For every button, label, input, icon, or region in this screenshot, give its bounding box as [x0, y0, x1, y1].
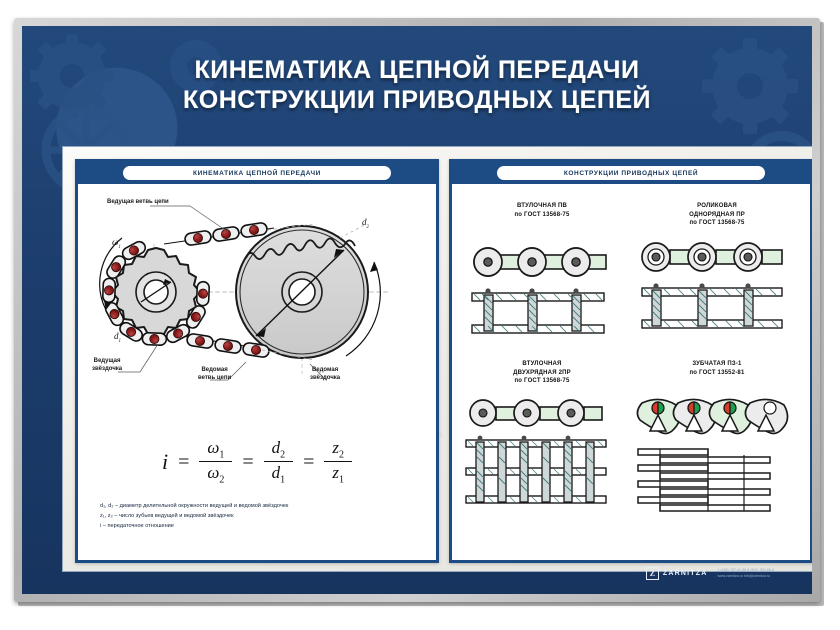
panel-constructions-body: ВТУЛОЧНАЯ ПВ по ГОСТ 13568-75 [452, 184, 810, 557]
chain-bushing-pv-drawing [471, 247, 607, 335]
driving-sprocket-drawing [99, 222, 270, 358]
logo-name: ZARNITZA [662, 570, 708, 577]
formula-eq-1: = [178, 450, 190, 473]
formula-f3-bot: z1 [332, 463, 345, 486]
label-driven-sprocket: Ведомая звёздочка [310, 367, 341, 382]
panel-kinematics-header-text: КИНЕМАТИКА ЦЕПНОЙ ПЕРЕДАЧИ [193, 169, 321, 177]
label-driving-branch: Ведущая ветвь цепи [107, 199, 169, 205]
formula-f1-bot: ω2 [207, 463, 225, 486]
chain-type-tooth-pz1: ЗУБЧАТАЯ ПЗ-1 по ГОСТ 13552-81 [634, 360, 800, 518]
panel-kinematics-header: КИНЕМАТИКА ЦЕПНОЙ ПЕРЕДАЧИ [78, 162, 436, 184]
chain-bushing-2pr-title: ВТУЛОЧНАЯ ДВУХРЯДНАЯ 2ПР по ГОСТ 13568-7… [513, 361, 571, 385]
formula-eq-2: = [242, 450, 254, 473]
label-omega1: ω1 [112, 237, 121, 250]
title-line-1: КИНЕМАТИКА ЦЕПНОЙ ПЕРЕДАЧИ [194, 56, 640, 84]
chain-type-roller-pr: РОЛИКОВАЯ ОДНОРЯДНАЯ ПР по ГОСТ 13568-75 [634, 202, 800, 339]
formula-fraction-diameter: d2 d1 [263, 438, 294, 486]
formula-lhs: i [161, 449, 169, 475]
chain-tooth-pz1-title: ЗУБЧАТАЯ ПЗ-1 по ГОСТ 13552-81 [689, 361, 745, 376]
logo-contact: 1 (495) 787-41-56 8 (800) 350-66-6 www.z… [717, 568, 774, 579]
legend-line-2: z₁, z₂ – число зубьев ведущей и ведомой … [100, 512, 234, 519]
chain-roller-pr-drawing [641, 242, 783, 329]
brand-logo: Z ZARNITZA 1 (495) 787-41-56 8 (800) 350… [645, 567, 774, 580]
label-d2: d2 [362, 217, 369, 230]
label-driven-branch: Ведомая ветвь цепи [198, 367, 232, 382]
board: КИНЕМАТИКА ЦЕПНОЙ ПЕРЕДАЧИ КОНСТРУКЦИИ П… [22, 26, 812, 594]
panel-kinematics-body: Ведущая ветвь цепи Ведущая звёздочка Вед… [78, 184, 436, 557]
formula-eq-3: = [303, 450, 315, 473]
formula-fraction-omega: ω1 ω2 [199, 438, 233, 486]
chain-links [102, 222, 270, 358]
chain-bushing-pv-title: ВТУЛОЧНАЯ ПВ по ГОСТ 13568-75 [514, 203, 570, 218]
logo-contact-line-2: www.zarnitza.ru info@zarnitza.ru [717, 573, 771, 578]
label-d1: d1 [114, 331, 121, 344]
formula-f2-bot: d1 [271, 463, 286, 486]
legend-line-3: i – передаточное отношение [100, 522, 174, 529]
logo-contact-line-1: 1 (495) 787-41-56 8 (800) 350-66-6 [717, 568, 774, 573]
panel-kinematics: КИНЕМАТИКА ЦЕПНОЙ ПЕРЕДАЧИ [75, 159, 439, 563]
transmission-ratio-formula: i = ω1 ω2 = d2 d1 = z2 [78, 438, 436, 486]
page-title: КИНЕМАТИКА ЦЕПНОЙ ПЕРЕДАЧИ КОНСТРУКЦИИ П… [22, 56, 812, 115]
content-area: КИНЕМАТИКА ЦЕПНОЙ ПЕРЕДАЧИ [62, 146, 812, 572]
panel-constructions-header: КОНСТРУКЦИИ ПРИВОДНЫХ ЦЕПЕЙ [452, 162, 810, 184]
chain-type-bushing-2pr: ВТУЛОЧНАЯ ДВУХРЯДНАЯ 2ПР по ГОСТ 13568-7… [462, 360, 622, 523]
panel-chain-constructions: КОНСТРУКЦИИ ПРИВОДНЫХ ЦЕПЕЙ ВТУЛОЧНАЯ ПВ… [449, 159, 812, 563]
chain-drive-diagram [99, 205, 388, 381]
formula-fraction-teeth: z2 z1 [324, 438, 353, 486]
chain-type-bushing-pv: ВТУЛОЧНАЯ ПВ по ГОСТ 13568-75 [462, 202, 622, 346]
formula-f1-top: ω1 [199, 438, 233, 463]
chain-roller-pr-title: РОЛИКОВАЯ ОДНОРЯДНАЯ ПР по ГОСТ 13568-75 [689, 203, 745, 227]
chain-tooth-pz1-drawing [636, 399, 789, 513]
legend-line-1: d₁, d₂ – диаметр делительной окружности … [100, 503, 289, 509]
panel-constructions-header-pill: КОНСТРУКЦИИ ПРИВОДНЫХ ЦЕПЕЙ [497, 166, 765, 180]
panel-constructions-header-text: КОНСТРУКЦИИ ПРИВОДНЫХ ЦЕПЕЙ [563, 169, 699, 177]
logo-mark-icon: Z [645, 567, 659, 580]
panel-kinematics-header-pill: КИНЕМАТИКА ЦЕПНОЙ ПЕРЕДАЧИ [123, 166, 391, 180]
formula-legend: d₁, d₂ – диаметр делительной окружности … [100, 502, 288, 531]
driven-sprocket-drawing [235, 225, 381, 359]
title-line-2: КОНСТРУКЦИИ ПРИВОДНЫХ ЦЕПЕЙ [183, 85, 651, 114]
formula-f2-top: d2 [263, 438, 294, 463]
label-driving-sprocket: Ведущая звёздочка [92, 358, 123, 373]
chain-bushing-2pr-drawing [465, 399, 607, 504]
formula-f3-top: z2 [324, 438, 353, 463]
